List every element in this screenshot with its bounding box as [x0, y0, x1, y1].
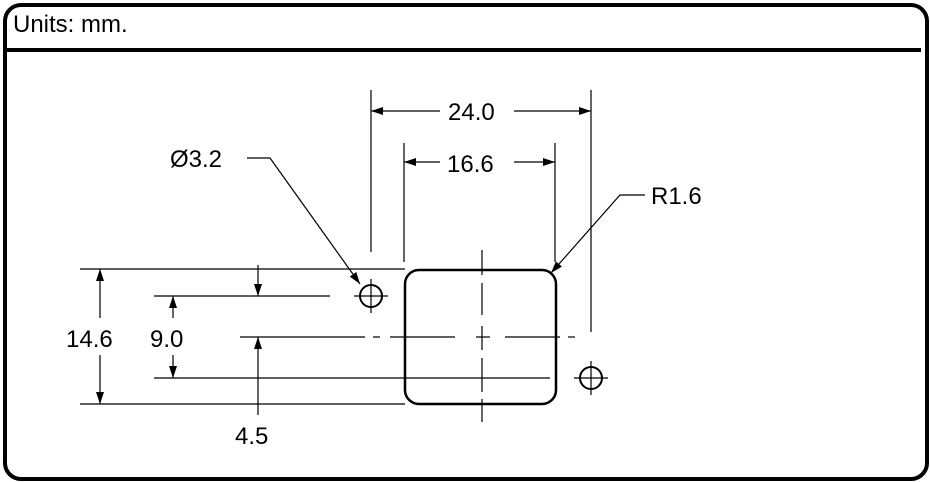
dim-hole-offset: 4.5 — [235, 423, 268, 450]
title-bar: Units: mm. — [3, 3, 921, 52]
mounting-hole-lower-right — [574, 361, 608, 395]
dim-hole-diameter: Ø3.2 — [170, 146, 222, 173]
extension-lines — [80, 90, 592, 405]
leader-corner-radius — [550, 194, 645, 274]
mounting-hole-upper-left — [354, 279, 388, 313]
drawing-frame — [3, 3, 929, 481]
leader-hole-diameter — [247, 157, 361, 285]
dim-overall-height: 14.6 — [66, 326, 113, 353]
dim-hole-spacing: 9.0 — [150, 326, 183, 353]
units-label: Units: mm. — [13, 11, 128, 38]
dim-cutout-width: 16.6 — [447, 151, 494, 178]
dim-overall-width: 24.0 — [448, 99, 495, 126]
dim-corner-radius: R1.6 — [651, 183, 702, 210]
